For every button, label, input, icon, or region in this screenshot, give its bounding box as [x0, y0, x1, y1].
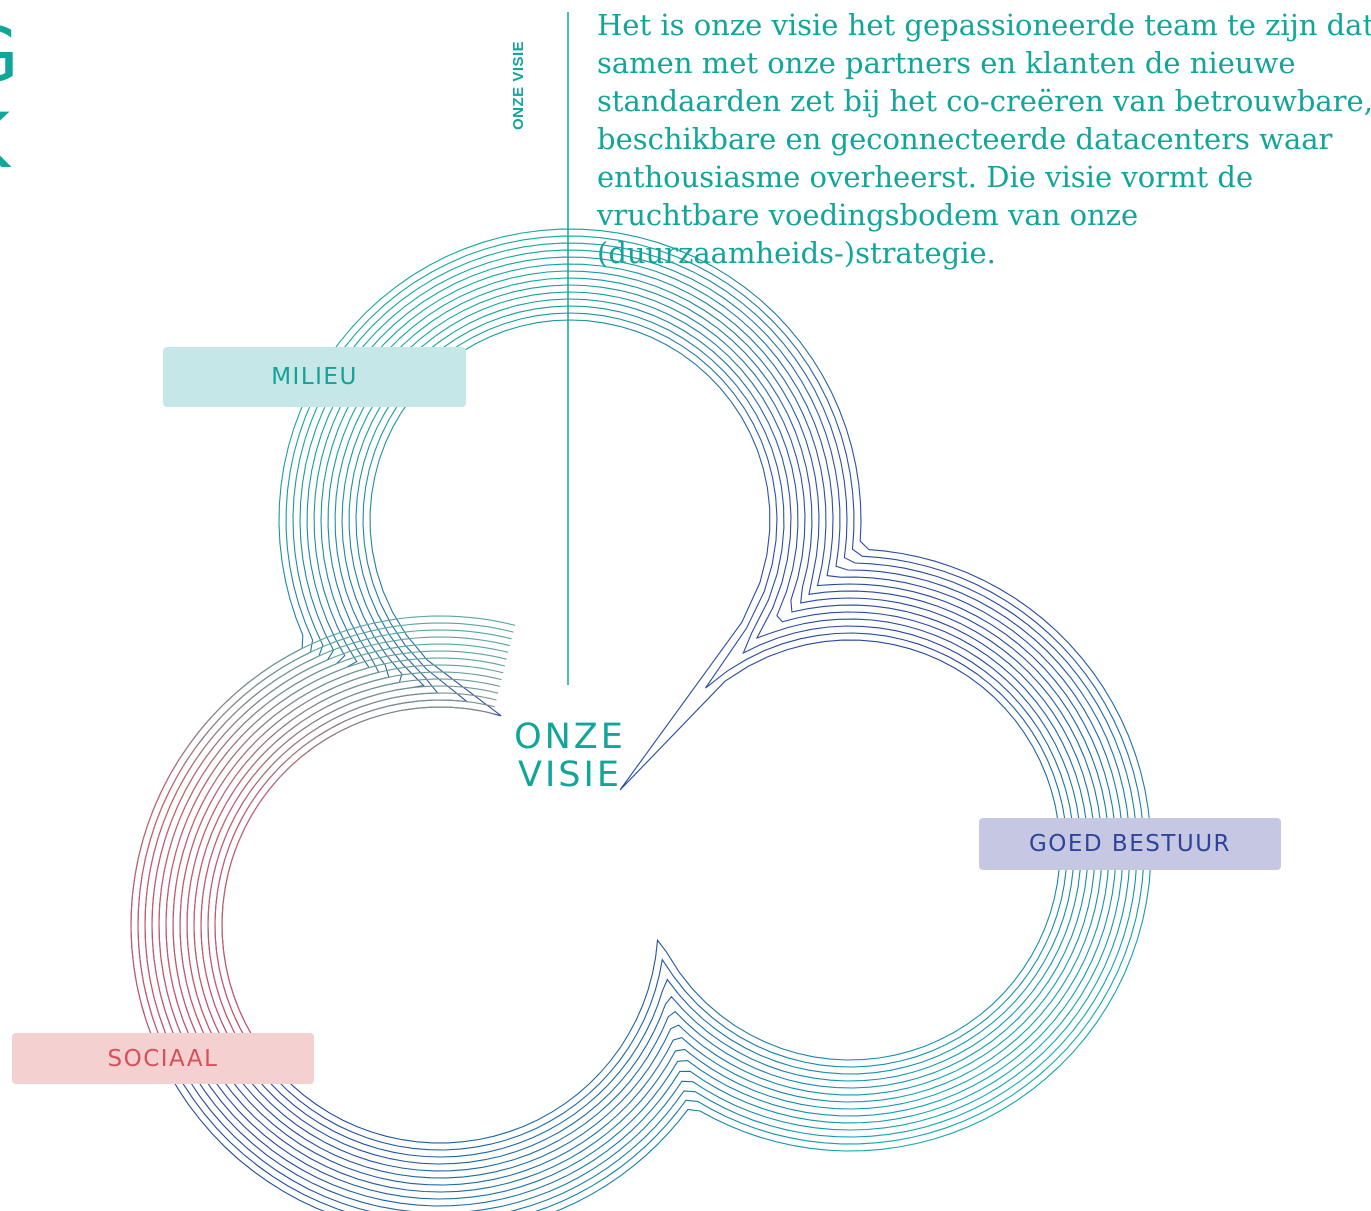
- wave-line-sociaal: [200, 685, 499, 1045]
- side-label-text: ONZE VISIE: [510, 40, 527, 130]
- center-title-line2: VISIE: [518, 755, 622, 795]
- wave-line-sociaal: [193, 678, 500, 1049]
- pillar-label-goed-bestuur: GOED BESTUUR: [1028, 831, 1232, 857]
- wave-line-sociaal: [214, 699, 495, 1038]
- center-title-line1: ONZE: [514, 717, 626, 757]
- cropped-letter-1: G: [0, 12, 19, 98]
- wave-line-sociaal: [144, 629, 512, 1073]
- vision-statement: Het is onze visie het gepassioneerde tea…: [597, 8, 1371, 270]
- center-title: ONZE VISIE: [470, 718, 670, 794]
- wave-line-sociaal: [221, 706, 494, 1035]
- wave-line-sociaal: [172, 657, 506, 1059]
- wave-line-sociaal: [130, 615, 516, 1080]
- pillar-tag-milieu: MILIEU: [163, 347, 466, 407]
- wave-line-sociaal: [151, 636, 511, 1070]
- wave-line-sociaal: [179, 664, 504, 1056]
- pillar-label-sociaal: SOCIAAL: [107, 1045, 219, 1072]
- pillar-tag-sociaal: SOCIAAL: [12, 1033, 314, 1084]
- wave-line-sociaal: [137, 622, 514, 1077]
- wave-line-sociaal: [207, 692, 497, 1042]
- pillar-label-milieu: MILIEU: [271, 364, 358, 390]
- wave-line-sociaal: [186, 671, 502, 1052]
- wave-lines-group: [130, 228, 1152, 1211]
- wave-line-sociaal: [165, 650, 507, 1063]
- cropped-letter-2: K: [0, 98, 19, 184]
- cropped-heading-letters: G K: [0, 12, 19, 184]
- side-label-onze-visie: ONZE VISIE: [510, 10, 560, 130]
- wave-line-sociaal: [158, 643, 509, 1066]
- pillar-tag-goed-bestuur: GOED BESTUUR: [979, 818, 1281, 870]
